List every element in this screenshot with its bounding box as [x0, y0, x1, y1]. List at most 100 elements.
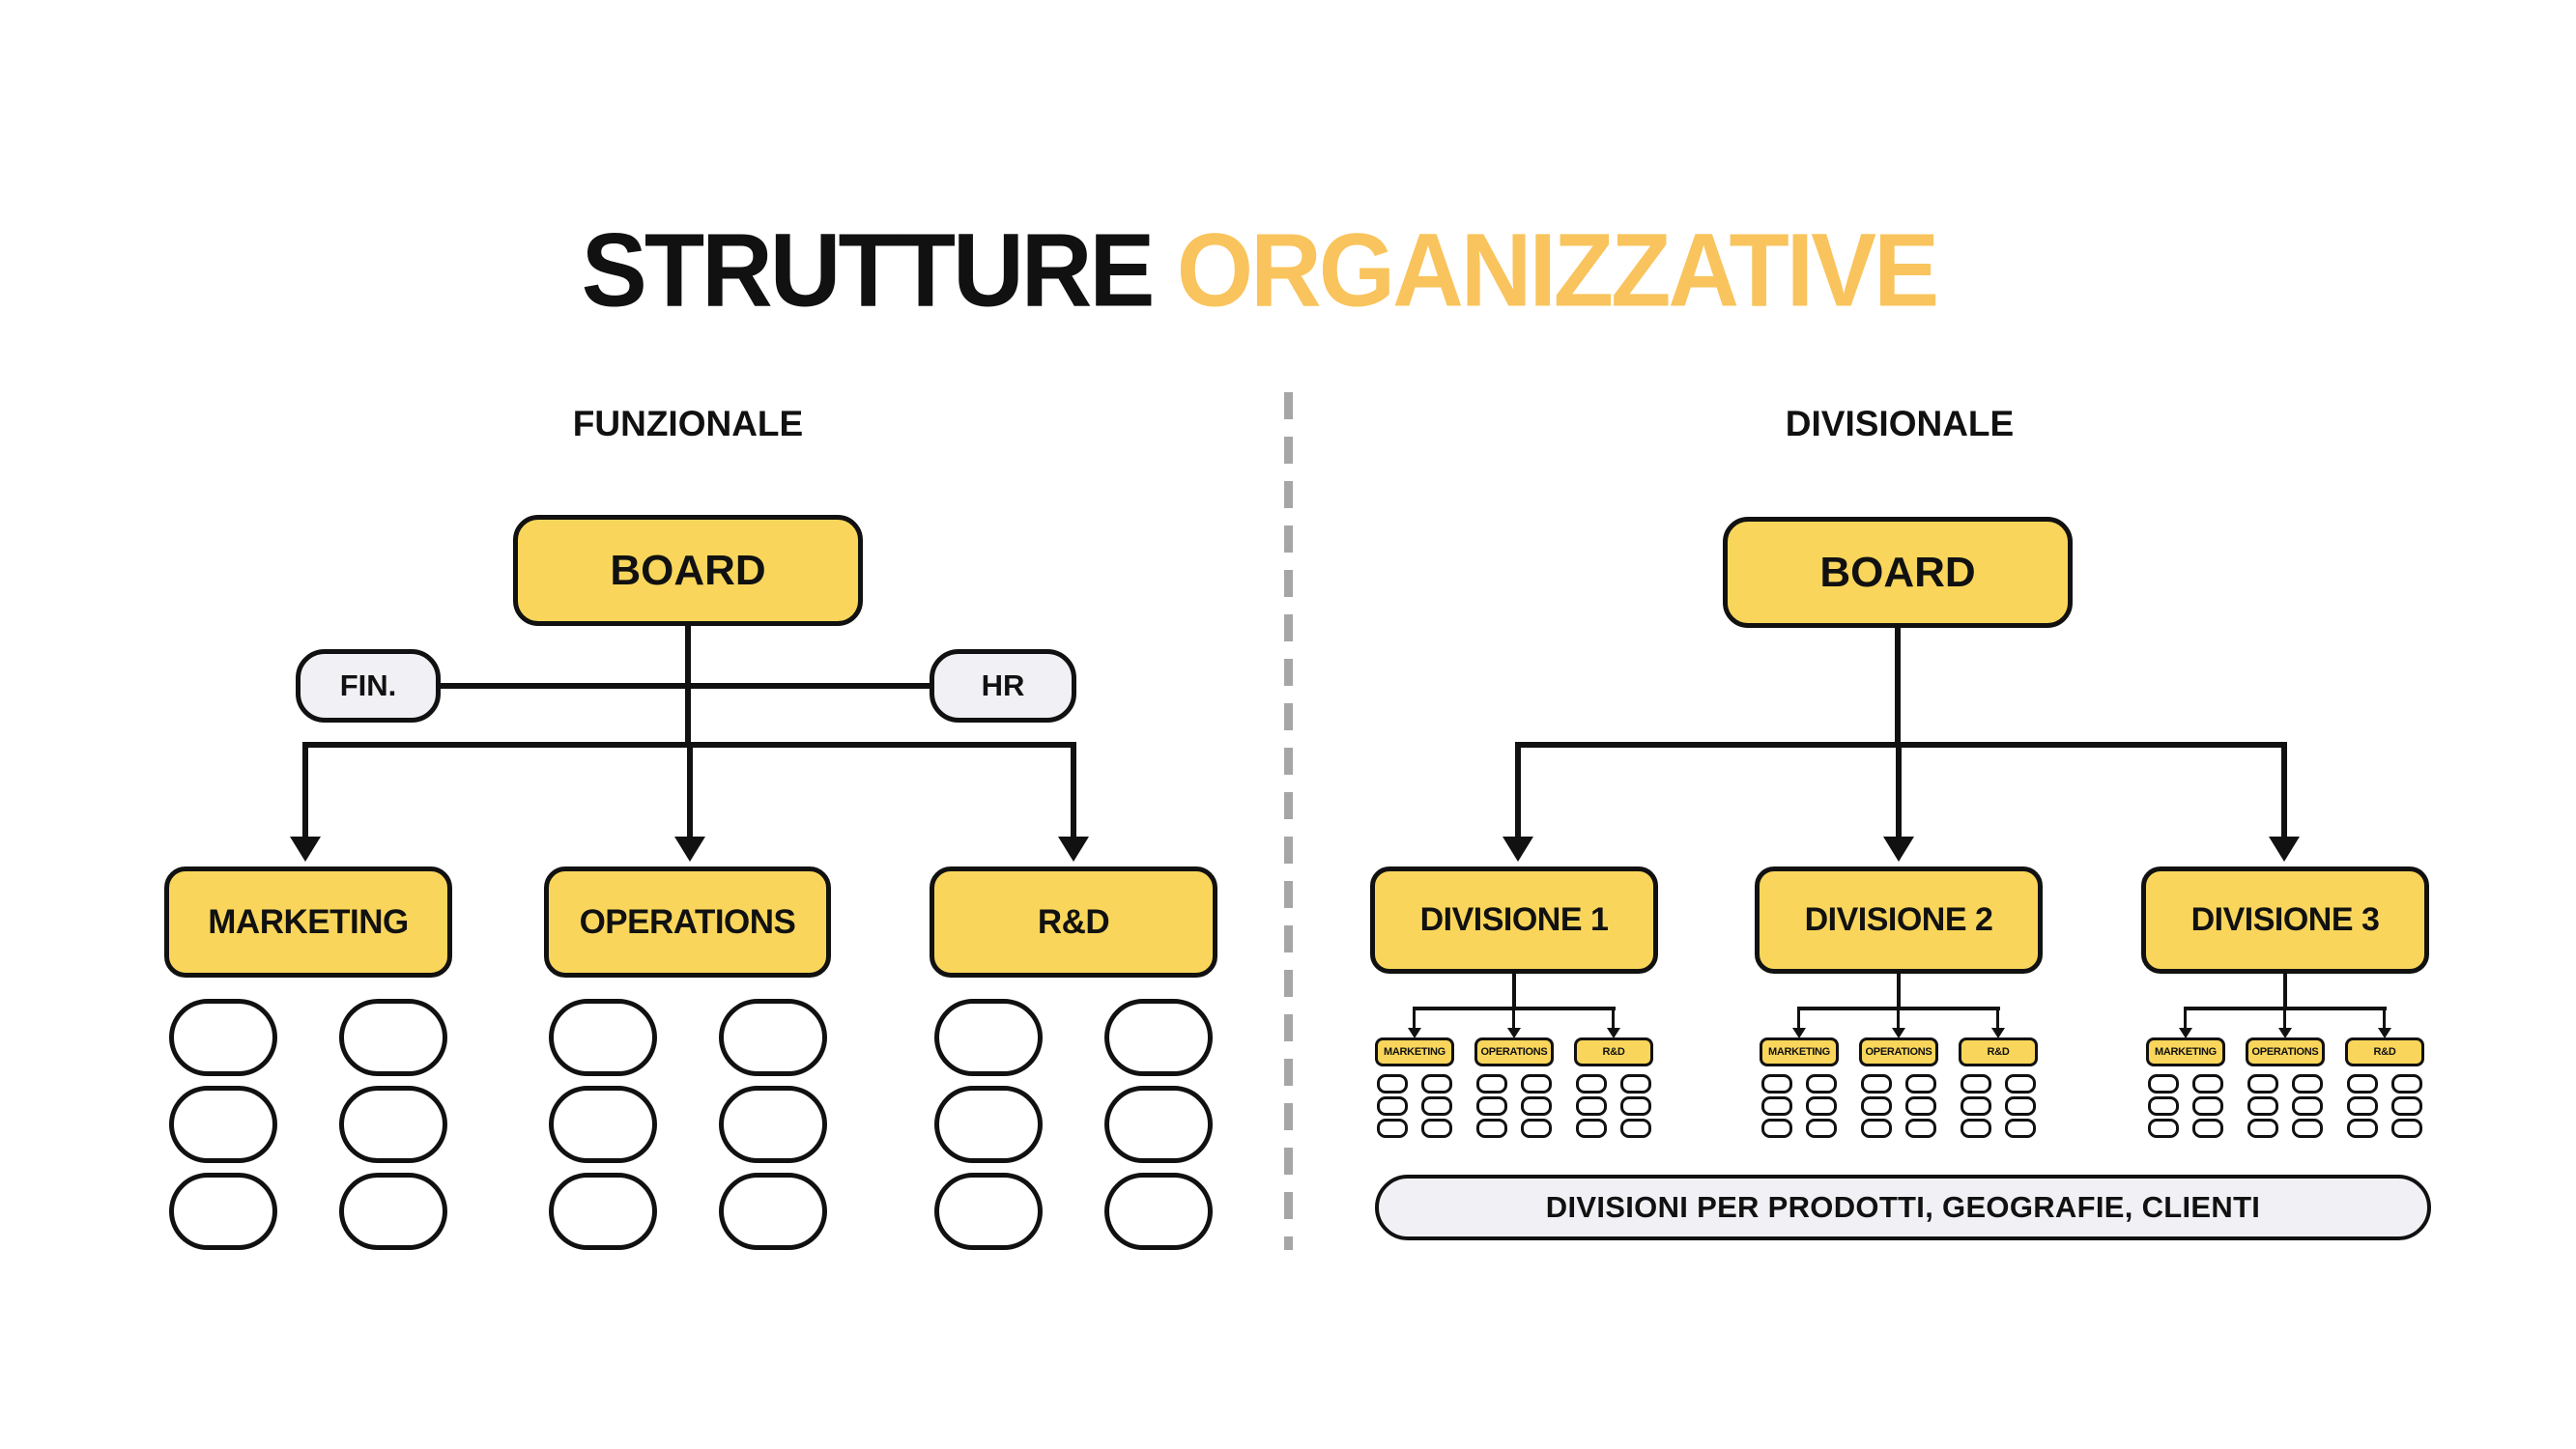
divisional-board-stem-line [1895, 626, 1901, 746]
vacant-position-slot [2292, 1074, 2323, 1094]
vacant-position-slot [2005, 1119, 2036, 1138]
division-3-stem-line [2283, 974, 2287, 1009]
division-3-sub-unit-operations: OPERATIONS [2246, 1037, 2325, 1066]
division-1-sub-unit-operations: OPERATIONS [1474, 1037, 1554, 1066]
vacant-position-slot [2391, 1096, 2422, 1116]
vacant-position-slot [549, 1086, 657, 1163]
page-title-yellow-part: ORGANIZZATIVE [1176, 212, 1939, 328]
division-3-arrow-operations [2278, 1009, 2292, 1038]
vacant-position-slot [339, 1086, 447, 1163]
vacant-position-slot [1576, 1096, 1607, 1116]
division-1-rd-slots-grid [1576, 1074, 1651, 1138]
department-operations: OPERATIONS [544, 867, 831, 978]
vacant-position-slot [1620, 1119, 1651, 1138]
vacant-position-slot [2148, 1119, 2179, 1138]
title-space [1152, 212, 1176, 328]
divisional-heading: DIVISIONALE [1785, 404, 2015, 443]
page-title-black-part: STRUTTURE [581, 212, 1156, 328]
vacant-position-slot [1905, 1119, 1936, 1138]
division-1-sub-unit-rd: R&D [1574, 1037, 1653, 1066]
division-2-subtree: MARKETING OPERATIONS R&D [1744, 974, 2053, 1148]
vacant-position-slot [1620, 1074, 1651, 1094]
division-3-arrow-rd [2378, 1009, 2391, 1038]
vacant-position-slot [1104, 999, 1213, 1076]
division-1-stem-line [1512, 974, 1516, 1009]
page-title: STRUTTURE ORGANIZZATIVE [0, 211, 2547, 330]
department-rd: R&D [930, 867, 1217, 978]
division-1-node: DIVISIONE 1 [1370, 867, 1658, 974]
vacant-position-slot [1476, 1096, 1507, 1116]
vacant-position-slot [719, 1086, 827, 1163]
divisional-board-node: BOARD [1723, 517, 2073, 628]
vacant-position-slot [169, 1173, 277, 1250]
arrow-to-division-3 [2269, 742, 2300, 862]
vacant-position-slot [549, 999, 657, 1076]
vacant-position-slot [1761, 1074, 1792, 1094]
vacant-position-slot [2192, 1074, 2223, 1094]
vacant-position-slot [2247, 1074, 2278, 1094]
dashed-divider [1284, 392, 1293, 1250]
division-2-stem-line [1897, 974, 1901, 1009]
vacant-position-slot [1861, 1119, 1892, 1138]
vacant-position-slot [719, 1173, 827, 1250]
division-3-subtree: MARKETING OPERATIONS R&D [2131, 974, 2440, 1148]
vacant-position-slot [1620, 1096, 1651, 1116]
vacant-position-slot [2391, 1119, 2422, 1138]
vacant-position-slot [1905, 1096, 1936, 1116]
vacant-position-slot [1905, 1074, 1936, 1094]
division-1-operations-slots-grid [1476, 1074, 1552, 1138]
vacant-position-slot [1806, 1119, 1837, 1138]
vacant-position-slot [339, 1173, 447, 1250]
arrow-to-division-1 [1503, 742, 1533, 862]
divisional-caption-banner: DIVISIONI PER PRODOTTI, GEOGRAFIE, CLIEN… [1375, 1175, 2431, 1240]
vacant-position-slot [1961, 1096, 1991, 1116]
vacant-position-slot [1861, 1096, 1892, 1116]
vacant-position-slot [934, 1086, 1043, 1163]
division-1-sub-unit-marketing: MARKETING [1375, 1037, 1454, 1066]
vacant-position-slot [1521, 1096, 1552, 1116]
vacant-position-slot [1421, 1096, 1452, 1116]
division-3-rd-slots-grid [2347, 1074, 2422, 1138]
rd-vacant-slots-grid [934, 999, 1213, 1250]
vacant-position-slot [1861, 1074, 1892, 1094]
division-2-rd-slots-grid [1961, 1074, 2036, 1138]
vacant-position-slot [934, 999, 1043, 1076]
vacant-position-slot [2292, 1119, 2323, 1138]
vacant-position-slot [2347, 1119, 2378, 1138]
functional-staff-connector-line [437, 683, 931, 689]
arrow-to-marketing [290, 742, 321, 862]
vacant-position-slot [2148, 1074, 2179, 1094]
marketing-vacant-slots-grid [169, 999, 447, 1250]
vacant-position-slot [1104, 1086, 1213, 1163]
division-2-arrow-rd [1991, 1009, 2005, 1038]
vacant-position-slot [1377, 1096, 1408, 1116]
vacant-position-slot [2247, 1119, 2278, 1138]
vacant-position-slot [2247, 1096, 2278, 1116]
vacant-position-slot [339, 999, 447, 1076]
vacant-position-slot [1576, 1074, 1607, 1094]
vacant-position-slot [1806, 1096, 1837, 1116]
vacant-position-slot [1961, 1074, 1991, 1094]
vacant-position-slot [934, 1173, 1043, 1250]
division-1-subtree: MARKETING OPERATIONS R&D [1360, 974, 1669, 1148]
vacant-position-slot [2292, 1096, 2323, 1116]
arrow-to-operations [674, 742, 705, 862]
division-3-sub-unit-marketing: MARKETING [2146, 1037, 2225, 1066]
vacant-position-slot [1476, 1074, 1507, 1094]
division-2-arrow-marketing [1792, 1009, 1806, 1038]
vacant-position-slot [549, 1173, 657, 1250]
vacant-position-slot [1521, 1119, 1552, 1138]
vacant-position-slot [719, 999, 827, 1076]
division-2-operations-slots-grid [1861, 1074, 1936, 1138]
vacant-position-slot [2192, 1096, 2223, 1116]
division-2-marketing-slots-grid [1761, 1074, 1837, 1138]
arrow-to-rd [1058, 742, 1089, 862]
division-3-sub-unit-rd: R&D [2345, 1037, 2424, 1066]
vacant-position-slot [2347, 1096, 2378, 1116]
vacant-position-slot [1421, 1074, 1452, 1094]
vacant-position-slot [1421, 1119, 1452, 1138]
functional-heading: FUNZIONALE [572, 404, 804, 443]
operations-vacant-slots-grid [549, 999, 827, 1250]
division-1-marketing-slots-grid [1377, 1074, 1452, 1138]
